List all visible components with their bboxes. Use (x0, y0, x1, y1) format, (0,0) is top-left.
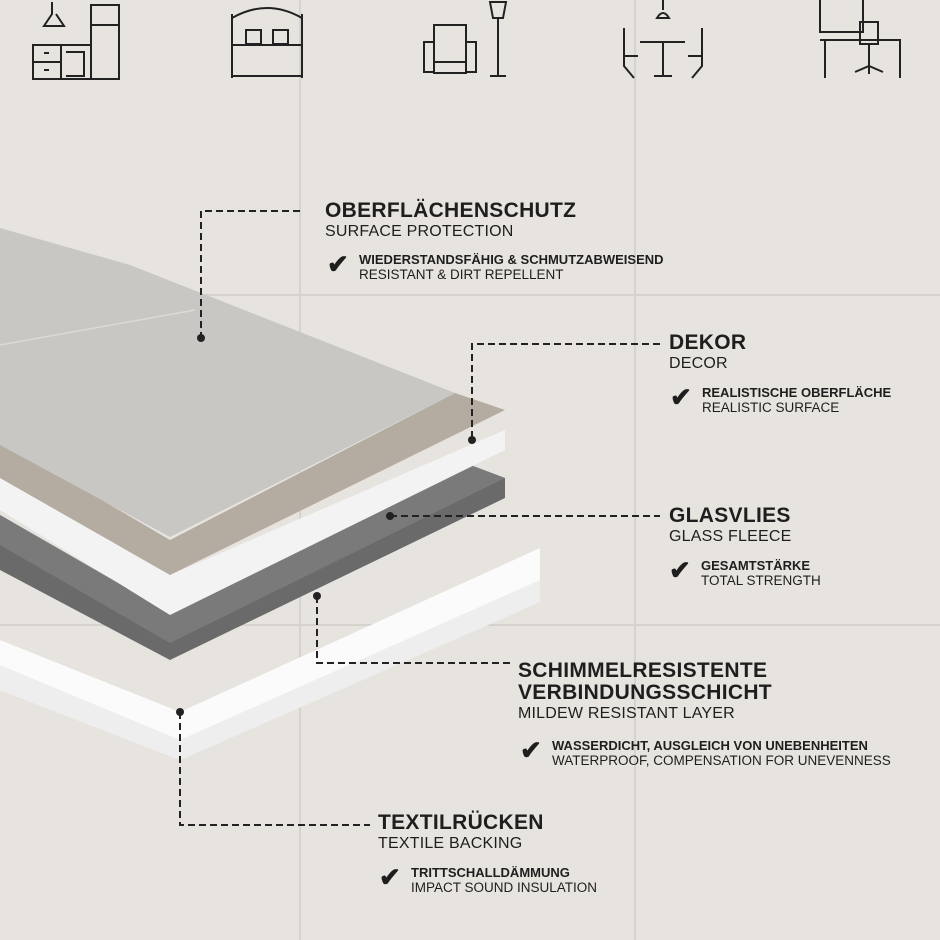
feature-en: WATERPROOF, COMPENSATION FOR UNEVENNESS (552, 753, 891, 768)
kitchen-icon (32, 2, 120, 80)
feature-de: REALISTISCHE OBERFLÄCHE (702, 385, 892, 400)
leader-lines (179, 210, 660, 826)
label-textile-backing: TEXTILRÜCKEN TEXTILE BACKING (378, 812, 544, 853)
layer-title: GLASVLIES (669, 504, 791, 527)
leader-dots (176, 334, 476, 716)
feature-de: TRITTSCHALLDÄMMUNG (411, 865, 570, 880)
feature-en: RESISTANT & DIRT REPELLENT (359, 267, 564, 282)
label-decor: DEKOR DECOR (669, 332, 746, 373)
bedroom-icon (231, 7, 303, 78)
layer-subtitle: SURFACE PROTECTION (325, 223, 514, 240)
feature-mildew-layer: ✔ WASSERDICHT, AUSGLEICH VON UNEBENHEITE… (520, 735, 891, 769)
glass-fleece-layer (0, 430, 505, 615)
layer-title: TEXTILRÜCKEN (378, 811, 544, 834)
layer-subtitle: DECOR (669, 355, 728, 372)
textile-backing-layer (0, 548, 540, 760)
feature-de: WIEDERSTANDSFÄHIG & SCHMUTZABWEISEND (359, 252, 664, 267)
layer-title: DEKOR (669, 331, 747, 354)
surface-protection-layer (0, 228, 455, 537)
dining-room-icon (623, 0, 703, 79)
label-surface-protection: OBERFLÄCHENSCHUTZ SURFACE PROTECTION (325, 200, 576, 241)
feature-en: TOTAL STRENGTH (701, 573, 821, 588)
layer-subtitle: MILDEW RESISTANT LAYER (518, 705, 735, 722)
feature-de: GESAMTSTÄRKE (701, 558, 811, 573)
check-icon: ✔ (379, 862, 401, 892)
feature-en: IMPACT SOUND INSULATION (411, 880, 598, 895)
layer-title-line2: VERBINDUNGSSCHICHT (518, 681, 772, 704)
layer-title: SCHIMMELRESISTENTE (518, 659, 768, 682)
label-glass-fleece: GLASVLIES GLASS FLEECE (669, 505, 791, 546)
label-mildew-layer: SCHIMMELRESISTENTE VERBINDUNGSSCHICHT MI… (518, 660, 772, 723)
office-icon (819, 0, 901, 78)
check-icon: ✔ (520, 735, 542, 765)
layer-subtitle: GLASS FLEECE (669, 528, 792, 545)
layer-title: OBERFLÄCHENSCHUTZ (325, 199, 577, 222)
layer-subtitle: TEXTILE BACKING (378, 835, 523, 852)
living-room-icon (423, 1, 508, 77)
decor-layer (0, 393, 505, 575)
feature-en: REALISTIC SURFACE (702, 400, 840, 415)
feature-de: WASSERDICHT, AUSGLEICH VON UNEBENHEITEN (552, 738, 868, 753)
check-icon: ✔ (670, 382, 692, 412)
check-icon: ✔ (327, 249, 349, 279)
check-icon: ✔ (669, 555, 691, 585)
